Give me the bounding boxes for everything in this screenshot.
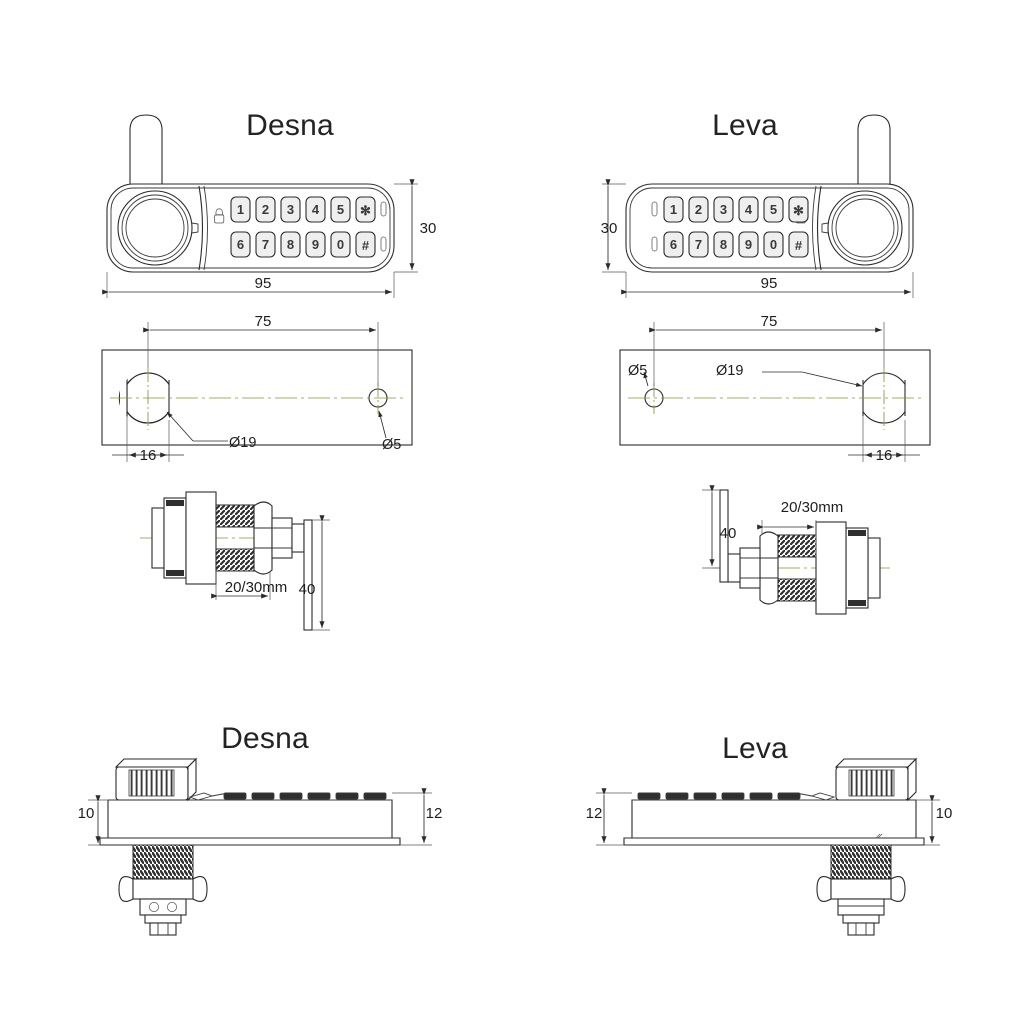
svg-text:✻: ✻ [793,203,804,218]
label-hole-5-leva: Ø5 [628,363,647,379]
keypad-row-1: 1 2 3 4 5 ✻ [663,196,809,223]
dim-cam-40-leva: 40 [720,525,737,542]
keypad-row-2: 6 7 8 9 0 # [230,231,376,258]
dim-width-95-desna: 95 [255,275,272,292]
leva-cylinder-side-view [702,485,890,615]
keypad-bumps [637,792,801,800]
svg-text:6: 6 [670,237,677,252]
svg-text:7: 7 [695,237,702,252]
dim-body-12-leva: 12 [586,805,603,822]
svg-text:8: 8 [720,237,727,252]
dim-width-95-leva: 95 [761,275,778,292]
dim-height-30-leva: 30 [601,220,618,237]
svg-text:3: 3 [287,202,294,217]
svg-text:0: 0 [770,237,777,252]
keypad-row-2: 6 7 8 9 0 # [663,231,809,258]
dim-length-desna: 20/30mm [225,579,288,596]
desna-profile-view [88,757,432,936]
led-indicator [380,201,387,217]
leva-profile-view [596,757,940,936]
svg-text:4: 4 [312,202,320,217]
desna-cylinder-side-view [140,491,330,631]
svg-text:#: # [795,238,803,253]
svg-text:0: 0 [337,237,344,252]
dim-span-75-desna: 75 [255,313,272,330]
dim-edge-16-leva: 16 [876,447,893,464]
svg-text:6: 6 [237,237,244,252]
svg-text:4: 4 [745,202,753,217]
svg-text:#: # [362,238,370,253]
dim-edge-16-desna: 16 [140,447,157,464]
title-desna-top: Desna [246,109,334,142]
svg-text:5: 5 [337,202,344,217]
keypad-bumps [223,792,387,800]
svg-text:✻: ✻ [360,203,371,218]
dim-span-75-leva: 75 [761,313,778,330]
led-indicator [380,236,387,252]
dim-cam-40-desna: 40 [299,581,316,598]
svg-text:8: 8 [287,237,294,252]
led-indicator [651,201,658,217]
label-hole-5-desna: Ø5 [382,437,401,453]
title-leva-top: Leva [712,109,778,142]
svg-text:9: 9 [745,237,752,252]
svg-text:9: 9 [312,237,319,252]
svg-text:7: 7 [262,237,269,252]
dim-body-12-desna: 12 [426,805,443,822]
dim-height-30-desna: 30 [420,220,437,237]
title-desna-bottom: Desna [221,722,309,755]
svg-text:5: 5 [770,202,777,217]
led-indicator [651,236,658,252]
padlock-icon [214,208,225,224]
leva-panel-cutout-group [619,322,931,462]
desna-front-view-group: 1 2 3 4 5 ✻ 6 7 8 9 0 # [102,114,418,298]
svg-text:2: 2 [695,202,702,217]
desna-panel-cutout-group [101,322,413,462]
dim-knob-10-desna: 10 [78,805,95,822]
svg-text:1: 1 [670,202,677,217]
leva-front-view-group: 1 2 3 4 5 ✻ 6 7 8 9 0 # [602,114,914,298]
svg-text:1: 1 [237,202,244,217]
title-leva-bottom: Leva [722,732,788,765]
svg-text:2: 2 [262,202,269,217]
label-hole-19-leva: Ø19 [716,363,743,379]
label-hole-19-desna: Ø19 [229,435,256,451]
dim-length-leva: 20/30mm [781,499,844,516]
dim-knob-10-leva: 10 [936,805,953,822]
svg-text:3: 3 [720,202,727,217]
keypad-row-1: 1 2 3 4 5 ✻ [230,196,376,223]
